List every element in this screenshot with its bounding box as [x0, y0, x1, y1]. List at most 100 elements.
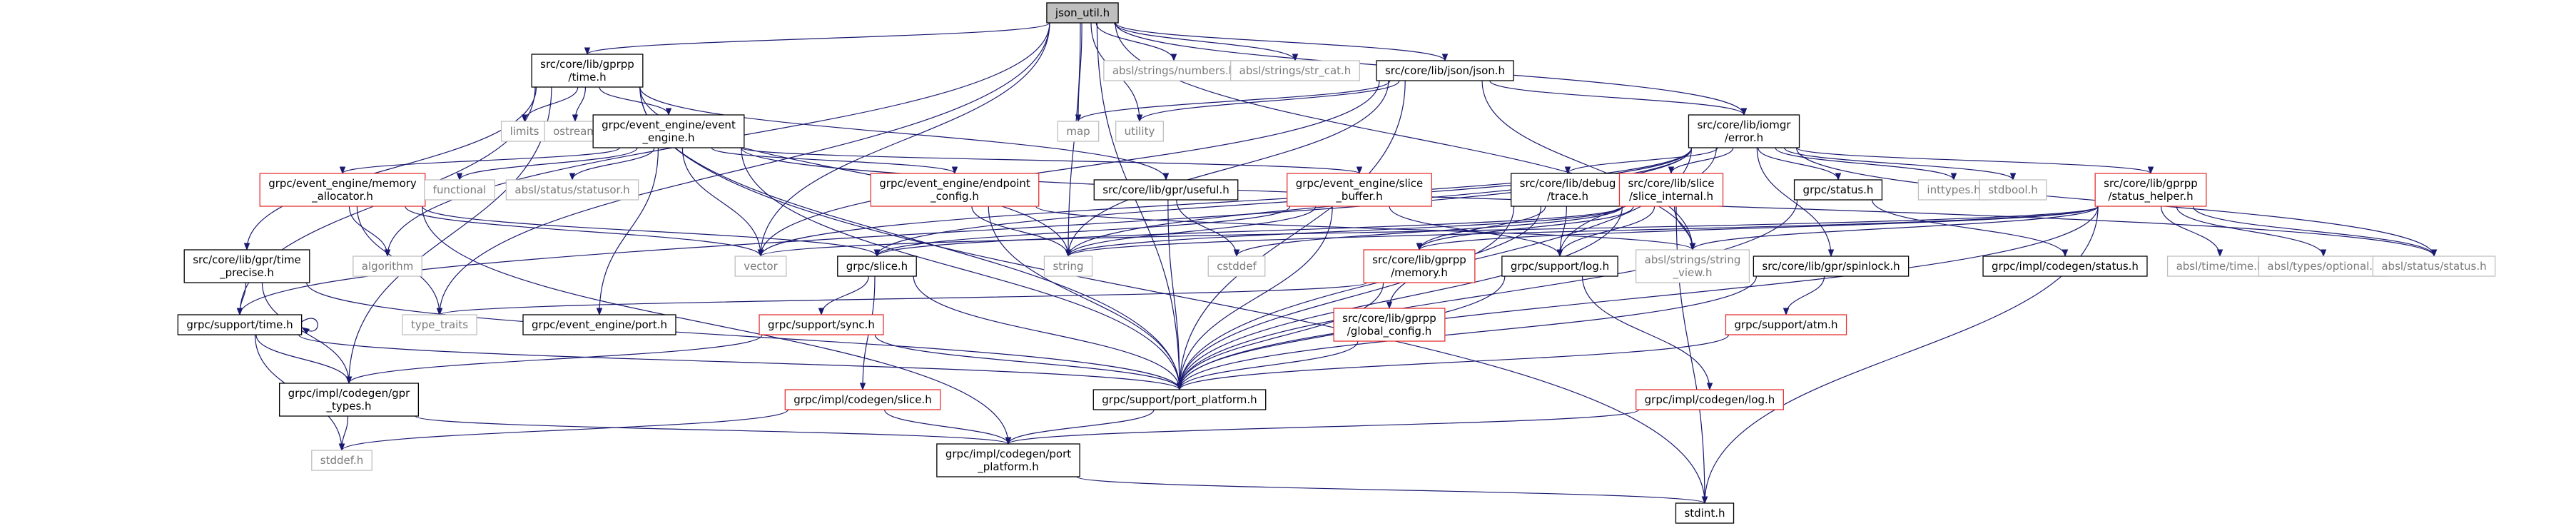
node-iomgr-error[interactable]: src/core/lib/iomgr/error.h — [1688, 114, 1800, 148]
node-label: string — [1053, 260, 1083, 273]
node-support-time[interactable]: grpc/support/time.h — [177, 314, 303, 335]
node-ee-event-engine[interactable]: grpc/event_engine/event_engine.h — [592, 114, 745, 148]
node-box — [1917, 179, 1990, 201]
edge-json-util-to-json-h — [1115, 22, 1449, 62]
node-label: _types.h — [325, 400, 371, 413]
edge-iomgr-error-to-slice-internal — [1668, 147, 1734, 175]
node-label: absl/strings/string — [1645, 253, 1741, 266]
edge-slice-internal-to-support-log — [1556, 206, 1655, 258]
node-status-helper[interactable]: src/core/lib/gprpp/status_helper.h — [2094, 173, 2207, 207]
node-gprpp-memory[interactable]: src/core/lib/gprpp/memory.h — [1363, 249, 1476, 283]
edge-slice-internal-to-string — [1065, 206, 1623, 258]
edge-gprpp-time-to-stdint — [639, 86, 1708, 505]
edge-gpr-time-precise-to-support-time — [236, 282, 247, 316]
node-ee-endpoint-config[interactable]: grpc/event_engine/endpoint_config.h — [870, 173, 1040, 207]
node-inttypes: inttypes.h — [1917, 179, 1990, 201]
node-stdint[interactable]: stdint.h — [1675, 502, 1735, 524]
node-gpr-spinlock[interactable]: src/core/lib/gpr/spinlock.h — [1753, 256, 1910, 277]
node-box — [259, 173, 426, 207]
node-box — [1618, 173, 1724, 207]
edge-ee-endpoint-config-to-support-port-platform — [988, 206, 1183, 391]
node-label: /trace.h — [1547, 190, 1588, 203]
edge-ee-event-engine-to-ee-endpoint-config — [711, 147, 958, 175]
node-abseil-time: absl/time/time.h — [2166, 256, 2273, 277]
edge-ee-event-engine-to-functional — [456, 147, 638, 181]
node-ee-port[interactable]: grpc/event_engine/port.h — [522, 314, 676, 335]
node-label: grpc/impl/codegen/port — [945, 447, 1071, 460]
node-vector: vector — [734, 256, 787, 277]
node-support-log[interactable]: grpc/support/log.h — [1501, 256, 1618, 277]
edge-grpc-slice-to-support-port-platform — [913, 275, 1183, 391]
node-slice-internal[interactable]: src/core/lib/slice/slice_internal.h — [1618, 173, 1724, 207]
edge-iomgr-error-to-vector — [757, 147, 1693, 258]
node-layer: json_util.h src/core/lib/gprpp/time.h absl… — [177, 2, 2496, 524]
node-gpr-time-precise[interactable]: src/core/lib/gpr/time_precise.h — [183, 249, 310, 283]
node-label: /error.h — [1725, 131, 1763, 144]
edge-gprpp-memory-to-type-traits — [437, 282, 1367, 316]
edge-json-util-to-support-port-platform — [1096, 22, 1183, 391]
node-gprpp-global-config[interactable]: src/core/lib/gprpp/global_config.h — [1333, 308, 1446, 342]
node-label: grpc/support/log.h — [1511, 260, 1609, 273]
node-support-port-platform[interactable]: grpc/support/port_platform.h — [1092, 389, 1267, 410]
node-ee-slice-buffer[interactable]: grpc/event_engine/slice_buffer.h — [1287, 173, 1432, 207]
node-label: absl/strings/numbers.h — [1112, 64, 1235, 77]
node-box — [500, 121, 549, 142]
node-box — [870, 173, 1040, 207]
edge-ee-event-engine-to-ee-memory-allocator — [339, 147, 621, 175]
node-label: json_util.h — [1055, 6, 1110, 20]
node-support-atm[interactable]: grpc/support/atm.h — [1725, 314, 1847, 335]
node-box — [1092, 389, 1267, 410]
edge-codegen-log-to-codegen-port-platform — [1005, 409, 1640, 445]
node-label: /memory.h — [1391, 266, 1448, 279]
node-ee-memory-allocator[interactable]: grpc/event_engine/memory_allocator.h — [259, 173, 426, 207]
edge-slice-internal-to-gprpp-memory — [1416, 206, 1634, 251]
edge-slice-internal-to-support-port-platform — [1176, 206, 1623, 391]
node-codegen-status[interactable]: grpc/impl/codegen/status.h — [1982, 256, 2148, 277]
node-box — [1675, 502, 1735, 524]
edge-json-util-to-type-traits — [436, 22, 1050, 316]
node-json-util[interactable]: json_util.h — [1046, 2, 1119, 24]
node-gprpp-time[interactable]: src/core/lib/gprpp/time.h — [531, 54, 644, 88]
node-support-sync[interactable]: grpc/support/sync.h — [759, 314, 884, 335]
edge-iomgr-error-to-grpc-status — [1758, 147, 1842, 181]
node-box — [1057, 121, 1100, 142]
node-label: src/core/lib/iomgr — [1697, 118, 1791, 131]
node-codegen-gpr-types[interactable]: grpc/impl/codegen/gpr_types.h — [278, 383, 420, 417]
edge-gprpp-time-to-gpr-time-precise — [243, 86, 537, 251]
edge-json-h-to-vector — [757, 80, 1380, 258]
node-label: grpc/event_engine/port.h — [532, 318, 667, 332]
edge-gprpp-memory-to-support-port-platform — [1176, 282, 1384, 391]
node-box — [1363, 249, 1476, 283]
edge-status-helper-to-abseil-time — [2160, 206, 2223, 258]
edge-codegen-port-platform-to-stdint — [1076, 476, 1708, 505]
node-json-h[interactable]: src/core/lib/json/json.h — [1376, 60, 1514, 81]
edge-support-port-platform-to-codegen-port-platform — [1005, 409, 1155, 445]
edge-gprpp-time-to-codegen-gpr-types — [345, 86, 552, 385]
node-label: src/core/lib/gprpp — [1342, 312, 1436, 325]
node-grpc-slice[interactable]: grpc/slice.h — [837, 256, 917, 277]
edge-ee-slice-buffer-to-string — [1065, 206, 1317, 258]
node-box — [1046, 2, 1119, 24]
node-codegen-port-platform[interactable]: grpc/impl/codegen/port_platform.h — [936, 443, 1080, 477]
node-box — [1979, 179, 2047, 201]
node-box — [1376, 60, 1514, 81]
edge-gpr-spinlock-to-support-atm — [1783, 275, 1825, 316]
node-grpc-status[interactable]: grpc/status.h — [1793, 179, 1883, 201]
edge-gprpp-time-to-ostream — [572, 86, 587, 123]
node-box — [353, 256, 422, 277]
edge-iomgr-error-to-gpr-spinlock — [1756, 147, 1835, 258]
node-stddef: stddef.h — [311, 450, 372, 471]
node-label: type_traits — [411, 318, 468, 332]
node-codegen-slice[interactable]: grpc/impl/codegen/slice.h — [784, 389, 941, 410]
edge-gprpp-time-to-ee-event-engine — [599, 86, 672, 116]
node-label: absl/strings/str_cat.h — [1239, 64, 1352, 78]
node-label: stdint.h — [1684, 507, 1725, 520]
node-label: grpc/status.h — [1803, 183, 1874, 196]
edge-status-helper-to-stdint — [1701, 206, 2099, 505]
node-box — [592, 114, 745, 148]
node-gpr-useful[interactable]: src/core/lib/gpr/useful.h — [1093, 179, 1239, 201]
node-label: _platform.h — [977, 460, 1039, 474]
node-codegen-log[interactable]: grpc/impl/codegen/log.h — [1636, 389, 1784, 410]
node-debug-trace[interactable]: src/core/lib/debug/trace.h — [1510, 173, 1626, 207]
